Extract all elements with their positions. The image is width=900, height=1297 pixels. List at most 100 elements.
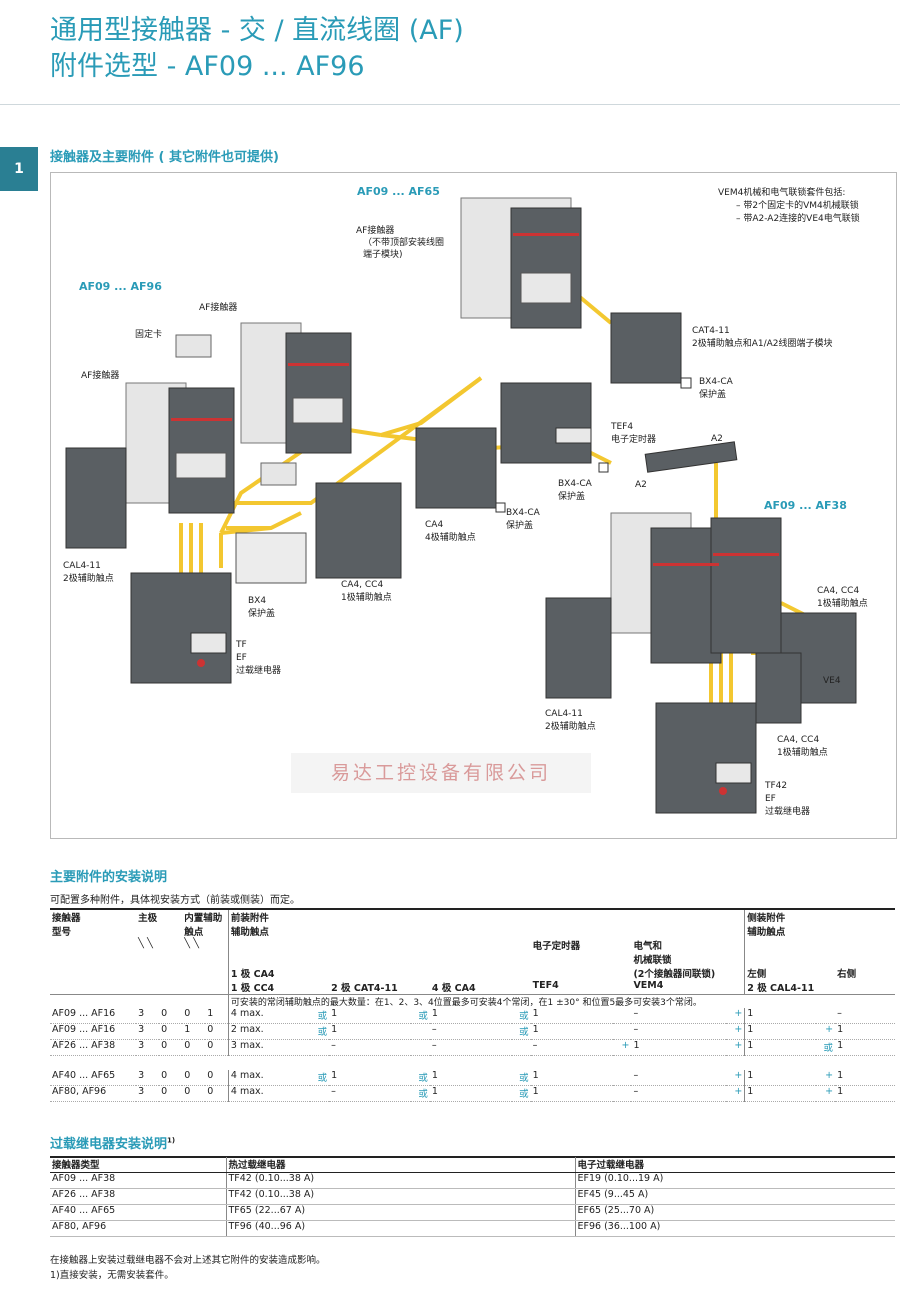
label-cat4-11: CAT4-11 [692, 326, 730, 336]
cell-c: EF96 (36...100 A) [574, 1220, 895, 1237]
label-bx4-ca-2: BX4-CA [558, 479, 592, 489]
cell-m2: 0 [159, 1070, 183, 1086]
cell-p2: + [816, 1085, 836, 1102]
h-blank16 [329, 966, 531, 980]
h-blank11 [227, 952, 531, 966]
header-divider [0, 104, 900, 105]
page-subtitle: 附件选型 - AF09 ... AF96 [50, 51, 365, 82]
chapter-tab: 1 [0, 147, 38, 191]
cell-b2: 0 [205, 1085, 229, 1102]
cell-m1: 3 [136, 1008, 160, 1024]
cell-p2: 或 [816, 1039, 836, 1056]
row-spacer [50, 1056, 895, 1071]
label-ca4-cc4-mid-desc: 1极辅助触点 [341, 593, 392, 603]
cell-o2: 或 [411, 1070, 430, 1086]
cell-c4: 1 [530, 1085, 613, 1102]
install-table: 接触器 主极 内置辅助 前装附件 侧装附件 型号 触点 辅助触点 辅助触点 ╲ … [50, 910, 895, 1102]
cell-o4 [612, 1008, 632, 1024]
cell-o1 [310, 1085, 330, 1102]
h-interlock1: 电气和 [633, 941, 662, 952]
cell-c3: – [429, 1023, 512, 1040]
cell-c1: 4 max. [227, 1070, 311, 1086]
cell-b: TF96 (40...96 A) [225, 1220, 575, 1237]
label-cal4-11-left-desc: 2极辅助触点 [63, 574, 114, 584]
label-cat4-11-desc: 2极辅助触点和A1/A2线圈端子模块 [692, 339, 833, 349]
cell-b2: 0 [205, 1023, 229, 1040]
cell-b1: 0 [182, 1008, 206, 1024]
cell-o1: 或 [310, 1008, 330, 1024]
cell-m2: 0 [159, 1008, 183, 1024]
accessories-diagram: AF09 ... AF65 AF接触器 （不带顶部安装线圈 端子模块) VEM4… [50, 172, 897, 839]
note-blank [50, 994, 229, 1008]
note-row: 可安装的常闭辅助触点的最大数量：在1、2、3、4位置最多可安装4个常闭，在1 ±… [227, 994, 895, 1008]
cell-o4 [612, 1085, 632, 1102]
label-af-contactor-top-note1: （不带顶部安装线圈 [363, 238, 445, 248]
cell-o1: 或 [310, 1070, 330, 1086]
page-title: 通用型接触器 - 交 / 直流线圈 (AF) [50, 15, 464, 46]
cell-b1: 1 [182, 1023, 206, 1040]
h-blank10 [136, 952, 228, 966]
cell-b2: 0 [205, 1070, 229, 1086]
label-tef4: TEF4 [611, 422, 634, 432]
cell-c2: 1 [329, 1023, 412, 1040]
contactor-af65-top [460, 197, 582, 329]
cell-c6: 1 [744, 1008, 817, 1024]
section-overload-title: 过载继电器安装说明1) [50, 1133, 175, 1152]
cell-c6: 1 [744, 1085, 817, 1102]
cell-o4 [612, 1023, 632, 1040]
t2-h-electronic: 电子过载继电器 [574, 1157, 895, 1173]
contactor-pair-right [610, 512, 782, 664]
cell-c5: – [631, 1085, 726, 1102]
cell-c5: – [631, 1023, 726, 1040]
label-af09-af38: AF09 ... AF38 [764, 499, 847, 512]
cell-c4: 1 [530, 1023, 613, 1040]
label-cal4-11-right-desc: 2极辅助触点 [545, 722, 596, 732]
label-bx4-ca-3-desc: 保护盖 [506, 521, 534, 531]
label-bx4-ca-1-desc: 保护盖 [699, 390, 727, 400]
cell-o4 [612, 1070, 632, 1086]
label-ca4-cc4-right-desc: 1极辅助触点 [817, 599, 868, 609]
row-spacer-cell [50, 1056, 895, 1071]
cell-o1 [310, 1039, 330, 1056]
footnote-1: 在接触器上安装过载继电器不会对上述其它附件的安装造成影响。 [50, 1255, 326, 1266]
tef4-timer [500, 382, 592, 464]
label-ca4-cc4-mid: CA4, CC4 [341, 580, 384, 590]
cell-b: TF42 (0.10...38 A) [225, 1188, 575, 1205]
cell-c3: – [429, 1039, 512, 1056]
cell-o3: 或 [511, 1008, 531, 1024]
cell-c2: 1 [329, 1070, 412, 1086]
label-ca4-cc4-bottom: CA4, CC4 [777, 735, 820, 745]
table1-top-rule [50, 908, 895, 910]
cell-c: EF19 (0.10...19 A) [574, 1172, 895, 1189]
cell-p1: + [725, 1023, 745, 1040]
cell-c7: 1 [835, 1023, 895, 1040]
cell-o3: 或 [511, 1070, 531, 1086]
h-tef4: TEF4 [532, 980, 559, 991]
cell-c5: – [631, 1008, 726, 1024]
cell-m2: 0 [159, 1023, 183, 1040]
h-model: 型号 [52, 927, 72, 938]
cell-model: AF80, AF96 [50, 1085, 137, 1102]
footnote-2: 1)直接安装，无需安装套件。 [50, 1270, 174, 1281]
cell-c6: 1 [744, 1023, 817, 1040]
cell-m1: 3 [136, 1023, 160, 1040]
cell-c7: 1 [835, 1085, 895, 1102]
label-bx4: BX4 [248, 596, 267, 606]
cell-c7: 1 [835, 1039, 895, 1056]
cell-p1: + [725, 1070, 745, 1086]
h-vem4: VEM4 [633, 980, 664, 991]
h-blank5 [631, 924, 744, 938]
diagram-graphics [65, 197, 857, 814]
cell-c1: 4 max. [227, 1008, 311, 1024]
h-2pole-cat: 2 极 CAT4-11 [331, 983, 398, 994]
h-blank1 [531, 910, 632, 924]
cell-c3: 1 [429, 1008, 512, 1024]
cell-o3: 或 [511, 1023, 531, 1040]
